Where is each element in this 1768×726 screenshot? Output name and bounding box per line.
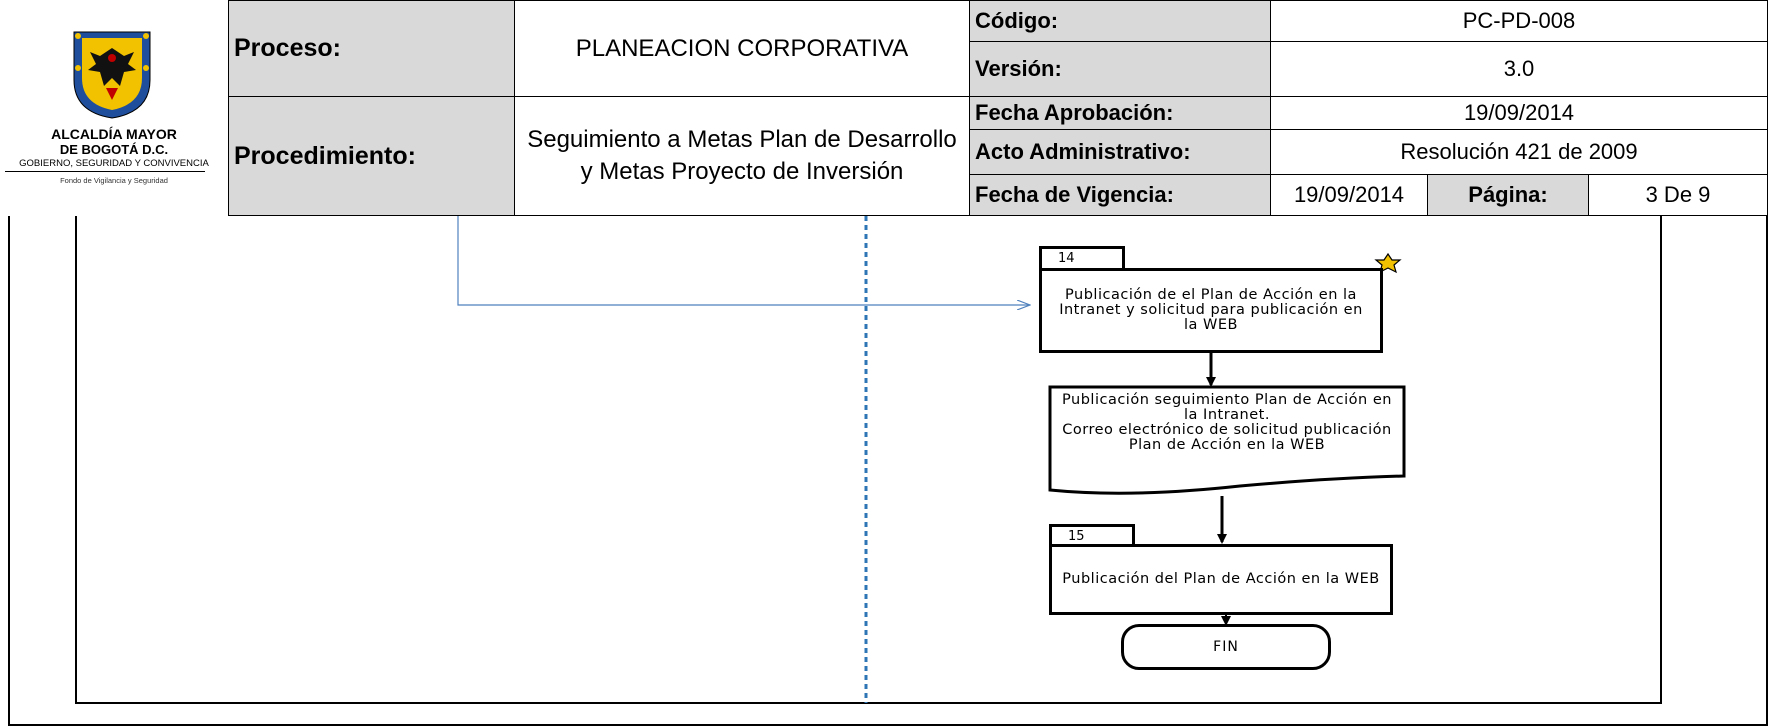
diagram-outer-frame — [8, 216, 1768, 726]
codigo-value: PC-PD-008 — [1270, 0, 1768, 42]
fecha-aprobacion-label: Fecha Aprobación: — [969, 96, 1271, 130]
acto-administrativo-label: Acto Administrativo: — [969, 129, 1271, 175]
version-value: 3.0 — [1270, 41, 1768, 97]
acto-administrativo-value: Resolución 421 de 2009 — [1270, 129, 1768, 175]
diagram-inner-frame — [75, 216, 1662, 704]
step-15-number: 15 — [1049, 524, 1135, 546]
logo-line-3: GOBIERNO, SEGURIDAD Y CONVIVENCIA — [19, 158, 209, 169]
step-14-number: 14 — [1039, 246, 1125, 270]
step-15-box: Publicación del Plan de Acción en la WEB — [1049, 544, 1393, 615]
fecha-vigencia-label: Fecha de Vigencia: — [969, 174, 1271, 216]
proceso-label: Proceso: — [228, 0, 515, 97]
codigo-label: Código: — [969, 0, 1271, 42]
fecha-vigencia-value: 19/09/2014 — [1270, 174, 1428, 216]
version-label: Versión: — [969, 41, 1271, 97]
procedimiento-label: Procedimiento: — [228, 96, 515, 216]
end-terminator: FIN — [1121, 624, 1331, 670]
logo-line-2: DE BOGOTÁ D.C. — [59, 142, 169, 157]
logo-divider — [5, 171, 205, 172]
logo-line-4: Fondo de Vigilancia y Seguridad — [60, 176, 168, 185]
fecha-aprobacion-value: 19/09/2014 — [1270, 96, 1768, 130]
institution-logo: ALCALDÍA MAYOR DE BOGOTÁ D.C. GOBIERNO, … — [0, 0, 228, 216]
pagina-value: 3 De 9 — [1588, 174, 1768, 216]
logo-line-1: ALCALDÍA MAYOR — [51, 126, 177, 142]
pagina-label: Página: — [1427, 174, 1589, 216]
document-text: Publicación seguimiento Plan de Acción e… — [1062, 392, 1392, 453]
coat-of-arms-icon — [73, 31, 151, 119]
document-header: ALCALDÍA MAYOR DE BOGOTÁ D.C. GOBIERNO, … — [0, 0, 1768, 216]
proceso-value: PLANEACION CORPORATIVA — [514, 0, 970, 97]
step-14-box: Publicación de el Plan de Acción en la I… — [1039, 268, 1383, 353]
procedimiento-value: Seguimiento a Metas Plan de Desarrollo y… — [514, 96, 970, 216]
